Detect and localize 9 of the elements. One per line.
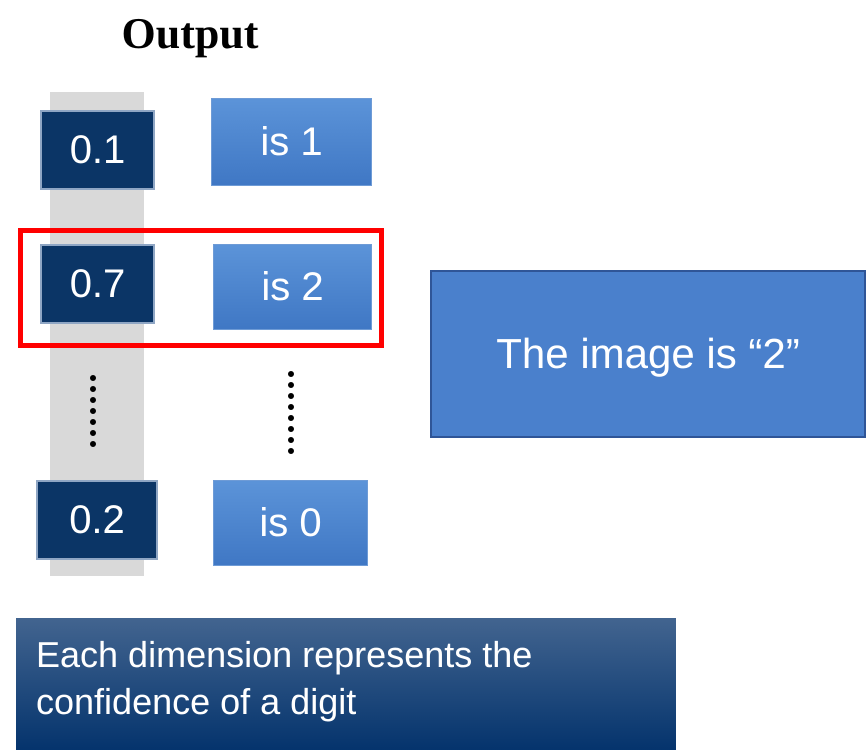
- note-box: Each dimension represents the confidence of a digit: [16, 618, 676, 750]
- result-box: The image is “2”: [430, 270, 866, 438]
- value-box: 0.7: [40, 244, 155, 324]
- value-box: 0.2: [36, 480, 158, 560]
- title: Output: [120, 8, 260, 59]
- label-box: is 0: [213, 480, 368, 566]
- value-box: 0.1: [40, 110, 155, 190]
- label-box: is 1: [211, 98, 372, 186]
- label-box: is 2: [213, 244, 372, 330]
